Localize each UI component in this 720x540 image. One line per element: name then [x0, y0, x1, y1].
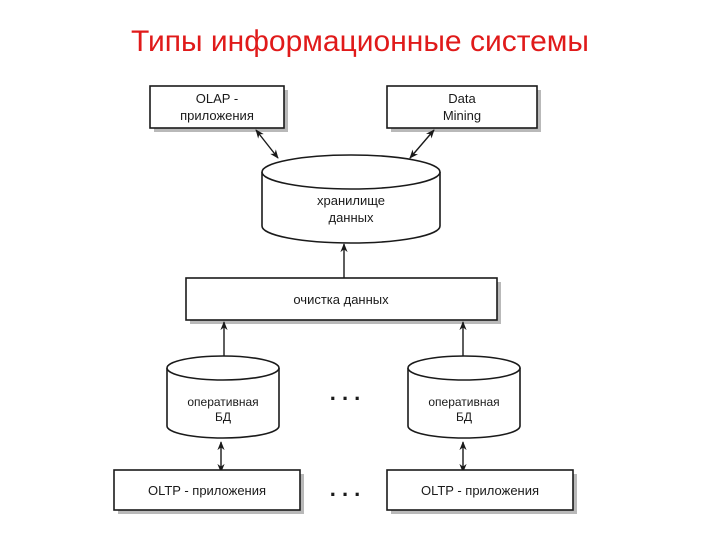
oltp-right-label: OLTP - приложения [421, 483, 539, 498]
data-cleaning-box: очистка данных [185, 277, 501, 324]
page-title: Типы информационные системы [131, 25, 589, 58]
oltp-applications-left-box: OLTP - приложения [113, 469, 304, 514]
oper-db-left-line1: оперативная [187, 395, 258, 409]
warehouse-label-line1: хранилище [317, 193, 385, 208]
olap-applications-box: OLAP - приложения [149, 85, 288, 132]
oltp-applications-right-box: OLTP - приложения [386, 469, 577, 514]
data-warehouse-cylinder: хранилище данных [261, 154, 441, 244]
middle-ellipsis: . . . [330, 380, 361, 405]
cleaning-label: очистка данных [293, 292, 389, 307]
data-mining-label-line2: Mining [443, 108, 481, 123]
data-mining-box: Data Mining [386, 85, 541, 132]
data-mining-label-line1: Data [448, 91, 476, 106]
oltp-left-label: OLTP - приложения [148, 483, 266, 498]
operational-db-left-cylinder: оперативная БД [166, 355, 280, 439]
operational-db-right-cylinder: оперативная БД [407, 355, 521, 439]
olap-label-line2: приложения [180, 108, 254, 123]
bottom-ellipsis: . . . [330, 476, 361, 501]
warehouse-label-line2: данных [328, 210, 374, 225]
oper-db-right-line1: оперативная [428, 395, 499, 409]
oper-db-right-line2: БД [456, 410, 472, 424]
arrow-datamining-warehouse [409, 129, 435, 159]
oper-db-left-line2: БД [215, 410, 231, 424]
olap-label-line1: OLAP - [196, 91, 238, 106]
arrow-olap-warehouse [255, 129, 279, 159]
